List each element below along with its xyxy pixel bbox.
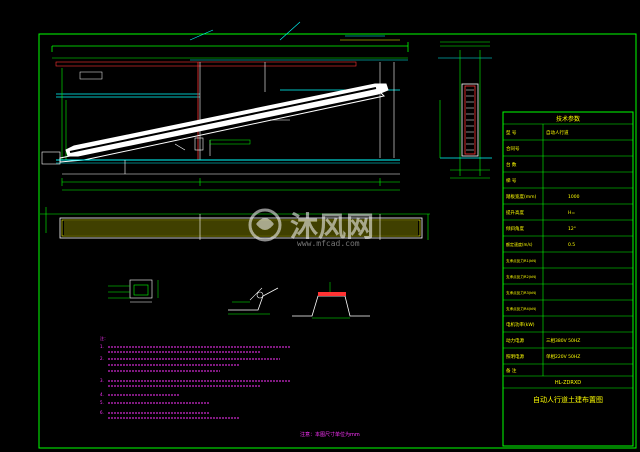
section-step-hatch (466, 89, 474, 151)
tb-label-4: 踏板宽度(mm) (506, 193, 537, 200)
tb-label-11: 支承点反力R4(kN) (506, 306, 537, 311)
tb-label-15: 备 注 (506, 367, 517, 374)
title-block: 技术参数 型 号 自动人行道 合同号 台 数 梯 号 踏板宽度(mm) 1000… (502, 111, 634, 447)
tb-value-14: 单相220V 50HZ (546, 353, 580, 360)
plan-view (40, 207, 430, 240)
tb-label-3: 梯 号 (506, 177, 517, 184)
note-line-0: 注： (100, 335, 108, 341)
plan-step-hatch (64, 221, 418, 235)
tb-label-13: 动力电源 (506, 337, 524, 344)
tb-label-7: 额定速度(m/s) (506, 241, 533, 247)
title-block-rows: 型 号 自动人行道 合同号 台 数 梯 号 踏板宽度(mm) 1000 提升高度… (506, 129, 580, 374)
watermark: 沐风网 www.mfcad.com (248, 208, 374, 248)
drawing-border (38, 33, 637, 449)
note-line-3: 3. (100, 378, 104, 383)
tb-label-5: 提升高度 (506, 209, 524, 216)
drawing-title: 自动人行道土建布置图 (533, 395, 603, 404)
tb-value-0: 自动人行道 (546, 129, 569, 136)
tb-label-8: 支承点反力R1(kN) (506, 258, 537, 263)
tb-value-13: 三相380V 50HZ (546, 337, 580, 344)
tb-label-12: 电机功率(kW) (506, 321, 535, 328)
section-view (438, 41, 492, 179)
tb-label-1: 合同号 (506, 145, 520, 152)
tb-label-6: 倾斜角度 (506, 225, 524, 232)
tb-label-2: 台 数 (506, 161, 517, 168)
note-line-5: 5. (100, 400, 104, 405)
elevation-view (41, 21, 409, 191)
watermark-text: 沐风网 (290, 210, 374, 243)
detail-sketch-2 (228, 287, 279, 315)
detail-sketch-1 (108, 279, 159, 303)
tb-label-14: 照明电源 (506, 353, 524, 360)
watermark-logo-icon (248, 208, 282, 242)
note-line-6: 6. (100, 410, 104, 415)
title-block-header: 技术参数 (556, 115, 580, 123)
tb-value-4: 1000 (568, 194, 580, 200)
watermark-url: www.mfcad.com (297, 239, 360, 248)
tb-value-7: 0.5 (568, 242, 575, 248)
detail-sketch-3 (292, 282, 370, 319)
tb-label-9: 支承点反力R2(kN) (506, 274, 537, 279)
tb-value-6: 12° (568, 226, 576, 232)
tb-value-5: H= (568, 210, 575, 216)
drawing-number: HL-ZDRXD (555, 380, 581, 386)
note-line-2: 2. (100, 356, 104, 361)
note-line-4: 4. (100, 392, 104, 397)
tb-label-10: 支承点反力R3(kN) (506, 290, 537, 295)
note-line-1: 1. (100, 344, 104, 349)
bottom-caption: 注意：本图尺寸单位为mm (300, 431, 360, 438)
notes-block: 注： 1. 2. 3. 4. 5. 6. 注意：本图尺寸单位为mm (100, 335, 360, 438)
tb-label-0: 型 号 (506, 129, 517, 136)
